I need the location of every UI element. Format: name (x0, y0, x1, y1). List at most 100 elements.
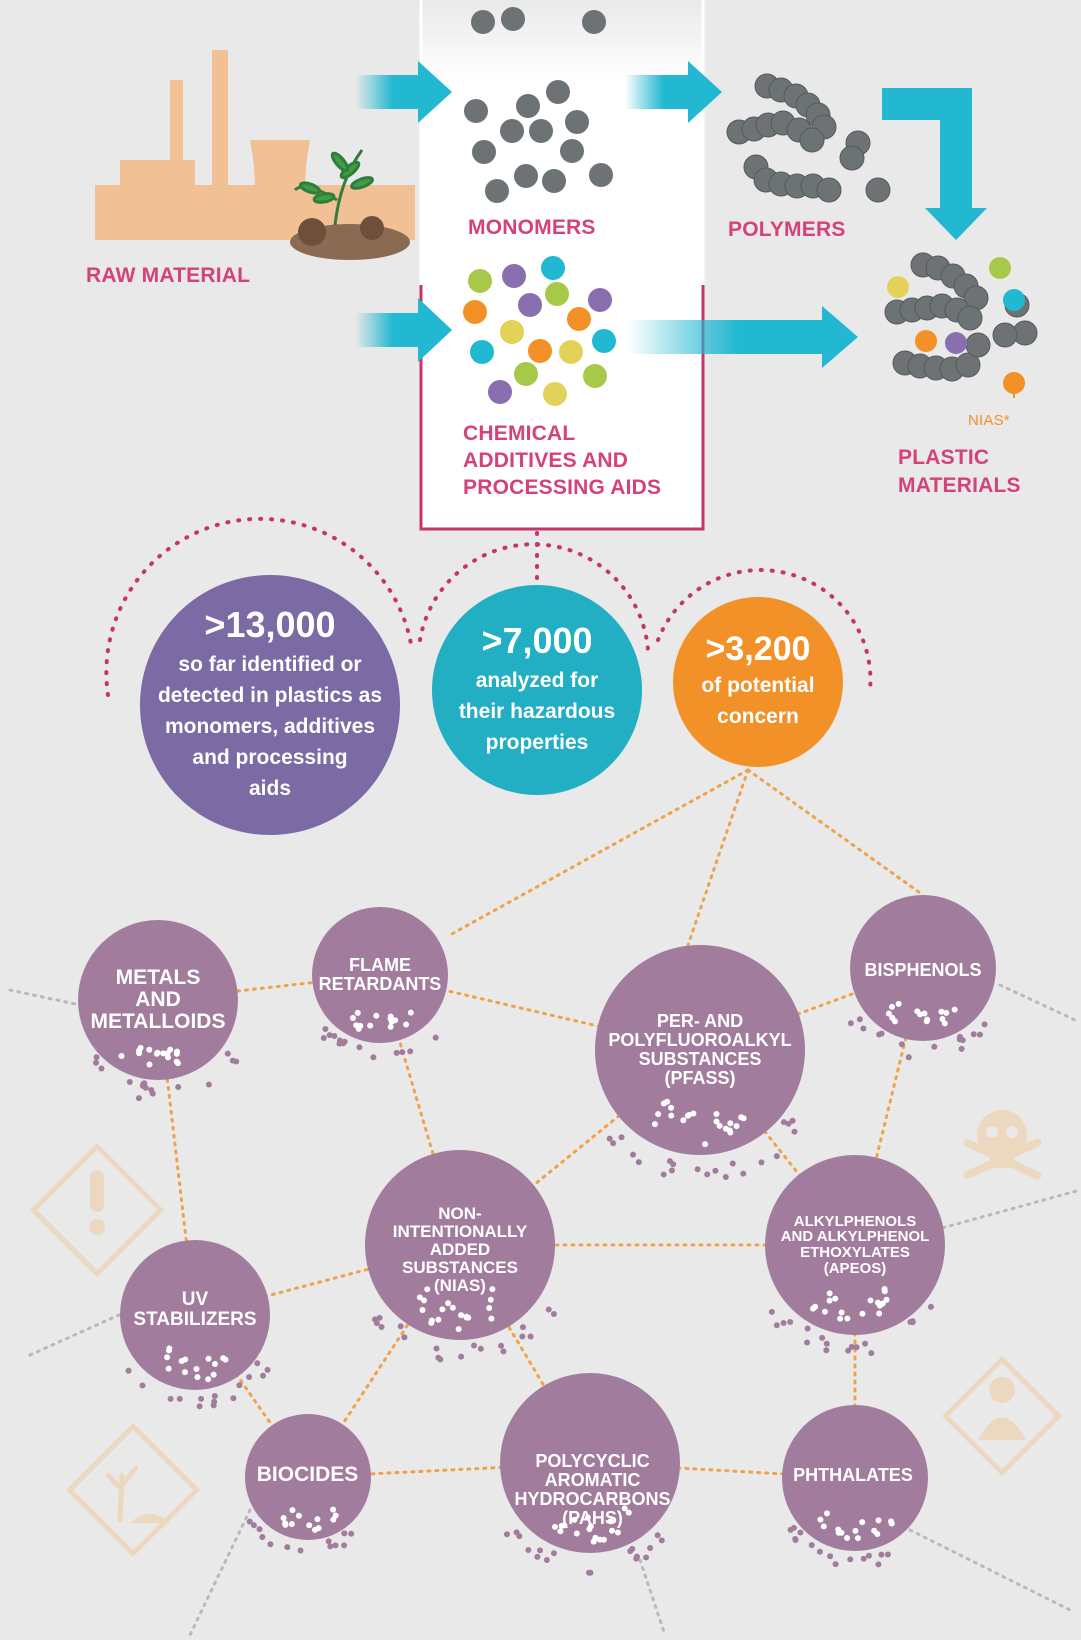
particle-dot (847, 1556, 854, 1563)
stat-concern: >3,200 of potential concern (673, 597, 843, 767)
stat-arcs (104, 516, 873, 697)
particle-dot (348, 1530, 355, 1537)
particle-dot (780, 1119, 787, 1126)
circle-nias (365, 1150, 555, 1340)
group-phthalates: PHTHALATES (778, 1445, 928, 1505)
particle-dot (584, 1514, 591, 1521)
nias-line-2: INTENTIONALLY (392, 1222, 528, 1242)
arrow-polymers-to-plastic (882, 88, 987, 240)
particle-dot (349, 1015, 356, 1022)
particle-dot (740, 1115, 747, 1122)
particle-dot (229, 1057, 236, 1064)
biocides-line-1: BIOCIDES (256, 1462, 359, 1486)
particle-dot (236, 1382, 243, 1389)
stat-concern-line-2: concern (717, 705, 799, 728)
particle-dot (486, 1304, 493, 1311)
particle-dot (607, 1518, 614, 1525)
particle-dot (136, 1050, 143, 1057)
particle-dot (600, 1536, 607, 1543)
particle-dot (198, 1395, 205, 1402)
particle-dot (397, 1323, 404, 1330)
particle-dot (421, 1297, 428, 1304)
particle-dot (939, 1015, 946, 1022)
polymers-label: POLYMERS (728, 218, 846, 241)
monomer-dots (464, 7, 613, 203)
arrow-additives-to-plastic (628, 306, 858, 368)
environment-hazard-icon (65, 1422, 201, 1558)
particle-dot (424, 1286, 431, 1293)
particle-dot (419, 1306, 426, 1313)
particle-dot (876, 1310, 883, 1317)
particle-dot (153, 1050, 160, 1057)
particle-dot (853, 1344, 860, 1351)
circle-apeo (765, 1155, 945, 1335)
particle-dot (118, 1053, 125, 1060)
particle-dot (295, 1512, 302, 1519)
additives-line-2: ADDITIVES AND (463, 449, 629, 472)
group-uv-stabilizers: UV STABILIZERS (120, 1270, 270, 1350)
particle-dot (500, 1348, 507, 1355)
particle-dot (690, 1110, 697, 1117)
particle-dot (658, 1537, 665, 1544)
particle-dot (205, 1355, 212, 1362)
particle-dot (875, 1561, 882, 1568)
particle-dot (284, 1544, 291, 1551)
background-lines (8, 983, 1081, 1637)
circle-pah (500, 1373, 680, 1553)
particle-dot (182, 1356, 189, 1363)
group-metals: METALS AND METALLOIDS (80, 920, 236, 1080)
monomers-label: MONOMERS (468, 216, 596, 239)
particle-dot (668, 1167, 675, 1174)
particle-dot (477, 1345, 484, 1352)
particle-dot (393, 1049, 400, 1056)
particle-dot (713, 1111, 720, 1118)
particle-dot (330, 1506, 337, 1513)
particle-dot (93, 1054, 100, 1061)
particle-dot (433, 1345, 440, 1352)
particle-dot (289, 1507, 296, 1514)
circle-pfas (595, 945, 805, 1155)
particle-dot (378, 1323, 385, 1330)
particle-dot (259, 1534, 266, 1541)
particle-dot (146, 1046, 153, 1053)
particle-dot (550, 1550, 557, 1557)
particle-dot (804, 1325, 811, 1332)
particle-dot (320, 1035, 327, 1042)
group-pfas: PER- AND POLYFLUOROALKYL SUBSTANCES (PFA… (580, 990, 820, 1110)
particle-dot (470, 1342, 477, 1349)
particle-dot (357, 1022, 364, 1029)
particle-dot (808, 1542, 815, 1549)
particle-dot (543, 1557, 550, 1564)
particle-dot (629, 1545, 636, 1552)
particle-dot (823, 1510, 830, 1517)
flame-line-2: RETARDANTS (318, 974, 442, 994)
particle-dot (943, 1009, 950, 1016)
pah-line-3: HYDROCARBONS (514, 1489, 671, 1509)
arrow-raw-to-monomers (355, 61, 452, 123)
circle-uv (120, 1240, 270, 1390)
particle-dot (727, 1120, 734, 1127)
additives-label: CHEMICAL ADDITIVES AND PROCESSING AIDS (463, 420, 661, 501)
particle-dot (536, 1547, 543, 1554)
particle-dot (733, 1123, 740, 1130)
link-concern-flame (448, 768, 750, 937)
particle-dot (558, 1522, 565, 1529)
group-biocides: BIOCIDES (245, 1445, 370, 1505)
plastic-materials-label: PLASTIC MATERIALS (898, 444, 1021, 500)
particle-dot (327, 1543, 334, 1550)
stat-identified: >13,000 so far identified or detected in… (140, 575, 400, 835)
stat-analyzed-line-2: their hazardous (458, 699, 616, 723)
particle-dot (643, 1554, 650, 1561)
particle-dot (297, 1547, 304, 1554)
chemical-group-circles (78, 895, 996, 1576)
flame-line-1: FLAME (349, 955, 411, 976)
particle-dot (246, 1518, 253, 1525)
stat-identified-line-1: so far identified or (178, 652, 362, 676)
group-links (156, 768, 925, 1480)
particle-dot (250, 1522, 257, 1529)
particle-dot (264, 1366, 271, 1373)
particle-dot (487, 1296, 494, 1303)
particle-dot (768, 1308, 775, 1315)
particle-dot (758, 1159, 765, 1166)
particle-dot (898, 1041, 905, 1048)
